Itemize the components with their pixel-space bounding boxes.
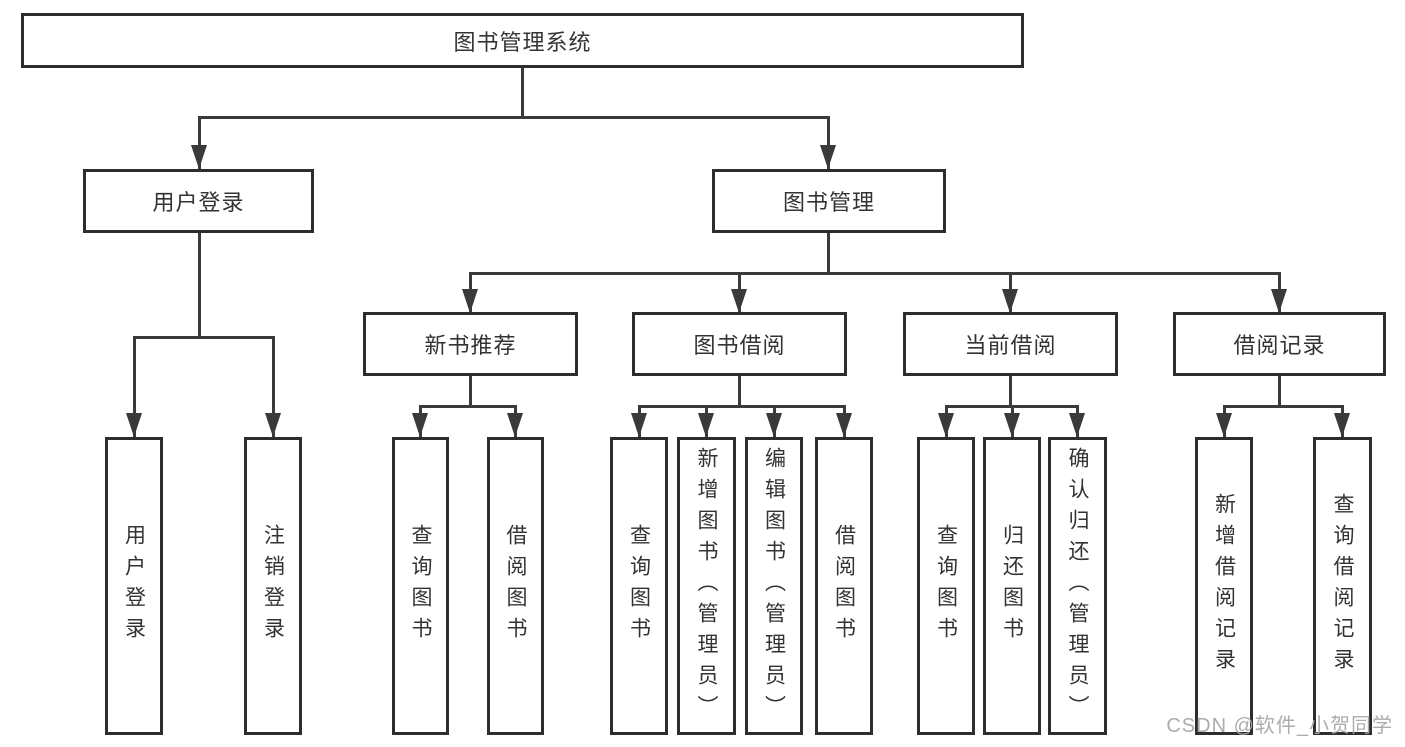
arrowhead-leaf <box>1334 413 1350 437</box>
csdn-watermark: CSDN @软件_小贺同学 <box>1166 715 1393 737</box>
leaf-logout: 注销登录 <box>244 437 302 735</box>
node-label: 用户登录 <box>152 190 245 215</box>
leaf-query-books-current: 查询图书 <box>917 437 975 735</box>
arrowhead-leaf <box>412 413 428 437</box>
node-current-borrow: 当前借阅 <box>903 312 1118 376</box>
connector-level3-hline <box>469 272 1281 275</box>
node-label: 用户登录 <box>122 524 146 648</box>
arrowhead-book-management <box>820 145 836 169</box>
connector-book-management-stem <box>827 232 830 272</box>
node-label: 归还图书 <box>1000 524 1024 648</box>
leaf-edit-books-admin: 编辑图书（管理员） <box>745 437 803 735</box>
leaf-borrow-books: 借阅图书 <box>815 437 873 735</box>
node-label: 注销登录 <box>261 524 285 648</box>
connector-book-borrow-stem <box>738 376 741 405</box>
node-borrow-records: 借阅记录 <box>1173 312 1386 376</box>
arrowhead-leaf <box>507 413 523 437</box>
arrowhead-login <box>126 413 142 437</box>
arrowhead-current-borrow <box>1002 289 1018 313</box>
node-label: 查询图书 <box>409 524 432 648</box>
connector-new-book-stem <box>469 376 472 405</box>
node-label: 图书借阅 <box>693 333 786 358</box>
node-label: 新书推荐 <box>424 333 517 358</box>
arrowhead-leaf <box>698 413 714 437</box>
connector-current-borrow-stem <box>1009 376 1012 405</box>
connector-user-login-stem <box>198 232 201 336</box>
node-label: 图书管理系统 <box>453 29 592 55</box>
arrowhead-logout <box>265 413 281 437</box>
connector-book-borrow-hline <box>638 405 845 408</box>
leaf-query-books-recommend: 查询图书 <box>392 437 449 735</box>
node-label: 图书管理 <box>782 190 875 215</box>
arrowhead-leaf <box>1216 413 1232 437</box>
leaf-user-login: 用户登录 <box>105 437 163 735</box>
connector-user-login-hline <box>133 336 275 339</box>
node-label: 编辑图书（管理员） <box>762 446 786 726</box>
arrowhead-user-login <box>191 145 207 169</box>
node-label: 新增图书（管理员） <box>695 446 718 726</box>
node-label: 借阅图书 <box>504 524 527 648</box>
node-new-book-recommend: 新书推荐 <box>363 312 578 376</box>
arrowhead-book-borrow <box>731 289 747 313</box>
connector-borrow-records-stem <box>1278 376 1281 405</box>
connector-borrow-records-hline <box>1223 405 1343 408</box>
node-label: 查询图书 <box>934 524 958 648</box>
node-book-management: 图书管理 <box>712 169 946 233</box>
connector-level1-hline <box>198 116 830 119</box>
arrowhead-leaf <box>631 413 647 437</box>
connector-new-book-hline <box>419 405 516 408</box>
leaf-confirm-return-admin: 确认归还（管理员） <box>1048 437 1107 735</box>
arrowhead-leaf <box>1004 413 1020 437</box>
node-label: 确认归还（管理员） <box>1066 446 1089 726</box>
node-label: 新增借阅记录 <box>1212 493 1236 679</box>
leaf-add-books-admin: 新增图书（管理员） <box>677 437 736 735</box>
node-label: 当前借阅 <box>964 333 1057 358</box>
connector-drop-book-management <box>827 116 830 169</box>
node-label: 借阅图书 <box>832 524 856 648</box>
node-library-system: 图书管理系统 <box>21 13 1024 68</box>
arrowhead-borrow-records <box>1271 289 1287 313</box>
arrowhead-leaf <box>766 413 782 437</box>
leaf-return-books: 归还图书 <box>983 437 1041 735</box>
arrowhead-leaf <box>836 413 852 437</box>
node-book-borrow: 图书借阅 <box>632 312 847 376</box>
node-user-login: 用户登录 <box>83 169 314 233</box>
node-label: 查询借阅记录 <box>1331 493 1354 679</box>
connector-drop-user-login <box>198 116 201 169</box>
leaf-query-books-borrow: 查询图书 <box>610 437 668 735</box>
arrowhead-leaf <box>1069 413 1085 437</box>
connector-drop-login <box>133 336 136 437</box>
arrowhead-leaf <box>938 413 954 437</box>
leaf-query-borrow-record: 查询借阅记录 <box>1313 437 1372 735</box>
leaf-borrow-books-recommend: 借阅图书 <box>487 437 544 735</box>
node-label: 查询图书 <box>627 524 651 648</box>
leaf-add-borrow-record: 新增借阅记录 <box>1195 437 1253 735</box>
connector-drop-logout <box>272 336 275 437</box>
connector-root-stem <box>521 68 524 116</box>
node-label: 借阅记录 <box>1233 333 1326 358</box>
arrowhead-new-book <box>462 289 478 313</box>
